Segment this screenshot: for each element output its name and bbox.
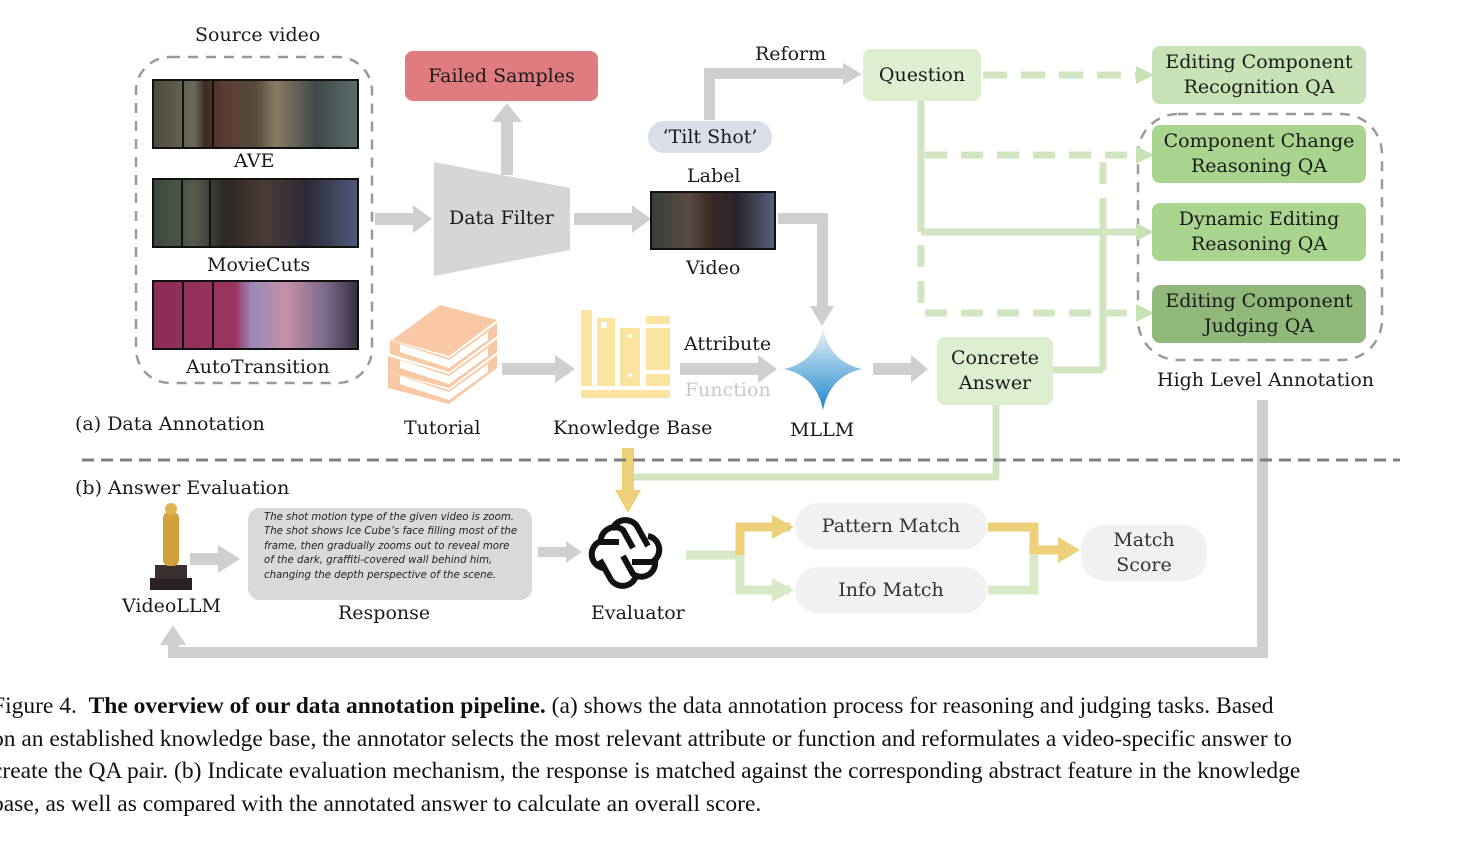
qa-line1: Editing Component [1165, 51, 1353, 73]
tutorial-books-icon [388, 305, 497, 404]
qa-line2: Recognition QA [1183, 76, 1335, 98]
question-box: Question [863, 49, 981, 101]
qa-line2: Reasoning QA [1190, 155, 1328, 177]
tutorial-label: Tutorial [404, 417, 481, 439]
qa-box-dynamic-editing: Dynamic Editing Reasoning QA [1152, 203, 1366, 261]
caption-line-1: Figure 4. The overview of our data annot… [0, 690, 1457, 723]
figure-caption: Figure 4. The overview of our data annot… [0, 690, 1457, 820]
green-wires [630, 71, 1140, 481]
concrete-answer-line2: Answer [958, 372, 1032, 394]
reform-label: Reform [755, 43, 827, 65]
caption-line1-rest: (a) shows the data annotation process fo… [545, 693, 1274, 719]
knowledge-base-label: Knowledge Base [553, 417, 713, 439]
videollm-label: VideoLLM [122, 595, 221, 617]
concrete-answer-line1: Concrete [950, 347, 1040, 369]
video-thumbnail-moviecuts [152, 178, 359, 248]
kb-to-evaluator-arrow [622, 448, 634, 493]
dataset-label-moviecuts: MovieCuts [207, 254, 311, 276]
gray-arrows [160, 63, 1268, 658]
data-filter-shape [434, 162, 570, 276]
pattern-match-pill: Pattern Match [795, 503, 987, 549]
concrete-answer-box: Concrete Answer [937, 337, 1053, 405]
video-thumbnail-autotransition [152, 280, 359, 350]
mllm-label: MLLM [790, 419, 855, 441]
caption-line-4: base, as well as compared with the annot… [0, 790, 762, 817]
qa-box-change-reasoning: Component Change Reasoning QA [1152, 125, 1366, 183]
match-score-line1: Match [1113, 529, 1175, 551]
source-video-title: Source video [195, 24, 321, 46]
label-tag-pill: ‘Tilt Shot’ [648, 121, 772, 153]
caption-prefix: Figure 4. [0, 693, 77, 719]
qa-line2: Judging QA [1204, 315, 1314, 337]
qa-line1: Editing Component [1165, 290, 1353, 312]
video-thumbnail [650, 191, 776, 250]
video-thumbnail-ave [152, 79, 359, 149]
qa-line2: Reasoning QA [1190, 233, 1328, 255]
label-caption: Label [687, 165, 741, 187]
qa-box-judging: Editing Component Judging QA [1152, 285, 1366, 343]
caption-line-3: create the QA pair. (b) Indicate evaluat… [0, 758, 1301, 784]
caption-bold: The overview of our data annotation pipe… [88, 693, 546, 719]
match-score-line2: Score [1116, 554, 1172, 576]
green-arrowheads [1136, 66, 1154, 322]
source-video-group [134, 55, 374, 385]
video-caption: Video [686, 257, 741, 279]
attribute-label: Attribute [684, 333, 772, 355]
qa-box-recognition: Editing Component Recognition QA [1152, 46, 1366, 104]
qa-line1: Dynamic Editing [1178, 208, 1340, 230]
data-filter-label: Data Filter [449, 207, 554, 229]
section-b-label: (b) Answer Evaluation [75, 477, 290, 499]
evaluator-label: Evaluator [591, 602, 685, 624]
qa-line1: Component Change [1163, 130, 1355, 152]
failed-samples-box: Failed Samples [405, 51, 598, 101]
response-label: Response [338, 602, 431, 624]
info-match-pill: Info Match [795, 567, 987, 613]
knowledge-base-icon [581, 310, 670, 398]
dataset-label-ave: AVE [234, 150, 275, 172]
section-a-label: (a) Data Annotation [75, 413, 265, 435]
response-bubble: The shot motion type of the given video … [248, 508, 532, 600]
caption-line-2: on an established knowledge base, the an… [0, 725, 1292, 752]
mllm-star-icon [784, 328, 862, 410]
high-level-annotation-label: High Level Annotation [1157, 369, 1375, 391]
evaluator-openai-icon [588, 517, 663, 589]
dataset-label-autotransition: AutoTransition [186, 356, 330, 378]
match-score-pill: Match Score [1081, 525, 1207, 581]
function-label: Function [685, 379, 771, 401]
videollm-statue-icon [150, 503, 192, 590]
